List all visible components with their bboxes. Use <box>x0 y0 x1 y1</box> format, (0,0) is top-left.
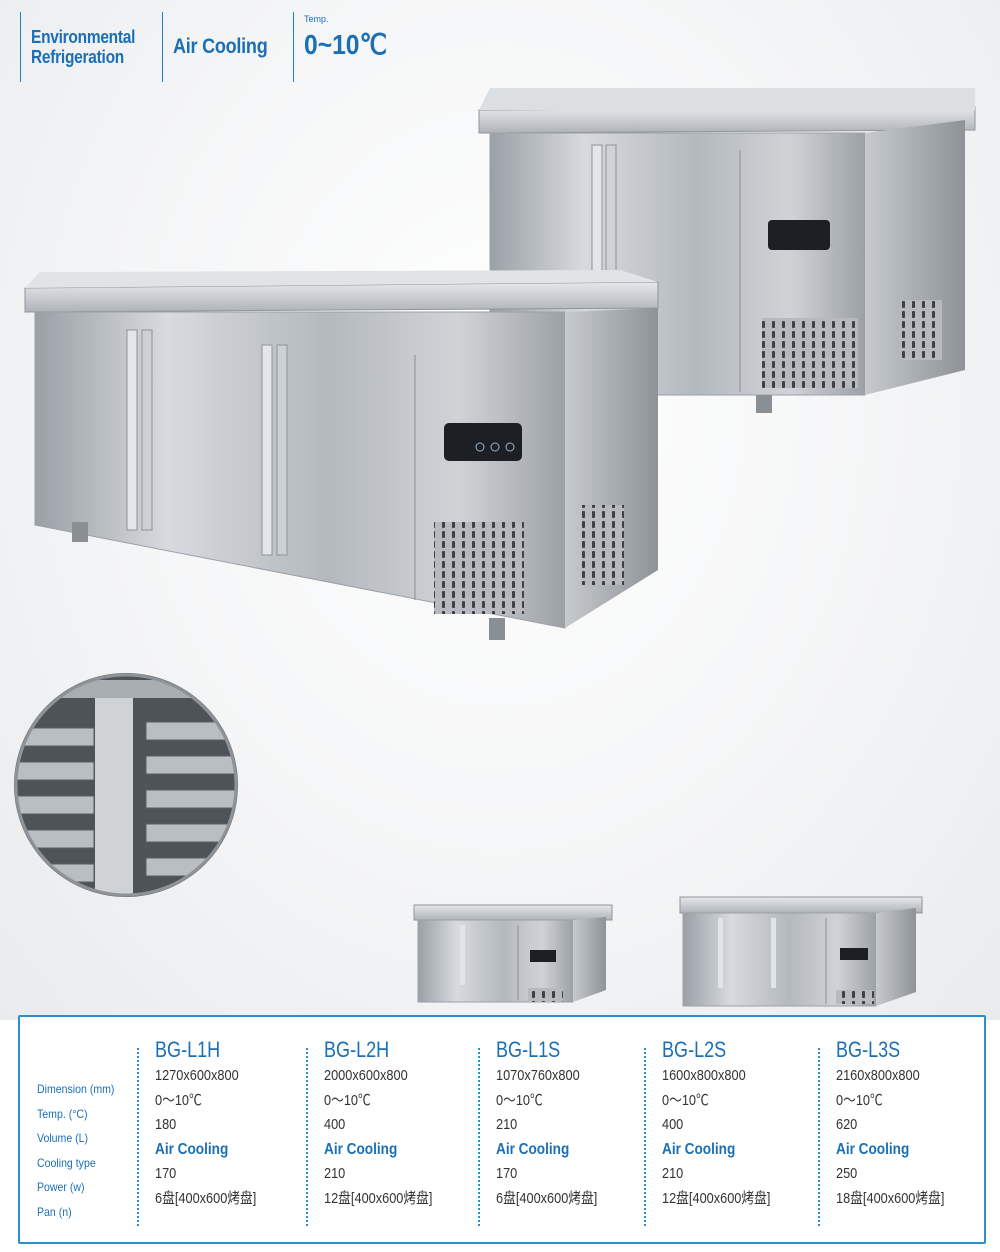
row-label-temp: Temp. (°C) <box>37 1106 88 1121</box>
pan-value: 18盘[400x600烤盘] <box>836 1189 945 1207</box>
spec-row-labels: Dimension (mm) Temp. (°C) Volume (L) Coo… <box>37 1077 125 1224</box>
volume-value: 180 <box>155 1116 177 1133</box>
model-name: BG-L1S <box>496 1037 561 1062</box>
header-temp-value: 0~10℃ <box>303 29 388 60</box>
model-name: BG-L3S <box>836 1037 901 1062</box>
product-scene <box>14 88 976 1007</box>
dimension-value: 2160x800x800 <box>836 1067 920 1084</box>
model-thumbnail-two-door <box>413 904 613 1003</box>
model-column: BG-L2H 2000x600x800 0～10℃ 400 Air Coolin… <box>306 1036 452 1226</box>
pan-value: 6盘[400x600烤盘] <box>496 1189 598 1207</box>
column-divider <box>644 1048 646 1226</box>
header: Environmental Refrigeration Air Cooling … <box>20 12 399 82</box>
model-name: BG-L2H <box>324 1037 390 1062</box>
header-cooling-block: Air Cooling <box>173 12 283 82</box>
volume-value: 210 <box>496 1116 518 1133</box>
row-label-power: Power (w) <box>37 1180 85 1194</box>
column-divider <box>306 1048 308 1226</box>
volume-value: 400 <box>662 1116 684 1133</box>
header-environmental: Environmental Refrigeration <box>31 12 152 82</box>
dimension-value: 1070x760x800 <box>496 1067 580 1084</box>
power-value: 250 <box>836 1165 858 1182</box>
temp-value: 0～10℃ <box>836 1091 883 1109</box>
column-divider <box>818 1048 820 1226</box>
header-cooling: Air Cooling <box>173 35 268 58</box>
volume-value: 400 <box>324 1116 346 1133</box>
row-label-volume: Volume (L) <box>37 1131 89 1145</box>
dimension-value: 1270x600x800 <box>155 1067 239 1084</box>
model-column: BG-L1S 1070x760x800 0～10℃ 210 Air Coolin… <box>478 1036 615 1226</box>
header-divider <box>162 12 164 82</box>
model-column: BG-L1H 1270x600x800 0～10℃ 180 Air Coolin… <box>137 1036 274 1226</box>
cooling-value: Air Cooling <box>662 1140 736 1158</box>
spec-table <box>18 1015 986 1244</box>
power-value: 210 <box>324 1165 346 1182</box>
header-temp-block: Temp. 0~10℃ <box>304 12 399 82</box>
header-line2: Refrigeration <box>31 47 124 67</box>
pan-value: 12盘[400x600烤盘] <box>324 1189 433 1207</box>
temp-value: 0～10℃ <box>662 1091 709 1109</box>
header-divider <box>292 12 294 82</box>
power-value: 170 <box>496 1165 518 1182</box>
cooling-value: Air Cooling <box>496 1140 570 1158</box>
model-thumbnail-three-door <box>679 896 923 1007</box>
refrigerator-back-illustration <box>478 88 976 413</box>
temp-value: 0～10℃ <box>496 1091 543 1109</box>
pan-value: 6盘[400x600烤盘] <box>155 1189 257 1207</box>
header-divider <box>20 12 21 82</box>
row-label-cooling: Cooling type <box>37 1155 96 1170</box>
temp-value: 0～10℃ <box>324 1091 371 1109</box>
column-divider <box>137 1048 139 1226</box>
model-name: BG-L2S <box>662 1037 727 1062</box>
power-value: 170 <box>155 1165 177 1182</box>
interior-detail-illustration <box>14 673 238 897</box>
cooling-value: Air Cooling <box>836 1140 910 1158</box>
header-line1: Environmental <box>31 27 136 47</box>
dimension-value: 1600x800x800 <box>662 1067 746 1084</box>
cooling-value: Air Cooling <box>324 1140 398 1158</box>
temp-value: 0～10℃ <box>155 1091 202 1109</box>
pan-value: 12盘[400x600烤盘] <box>662 1189 771 1207</box>
refrigerator-front-illustration <box>24 270 659 640</box>
model-column: BG-L3S 2160x800x800 0～10℃ 620 Air Coolin… <box>818 1036 964 1226</box>
model-column: BG-L2S 1600x800x800 0～10℃ 400 Air Coolin… <box>644 1036 790 1226</box>
dimension-value: 2000x600x800 <box>324 1067 408 1084</box>
row-label-pan: Pan (n) <box>37 1204 72 1219</box>
header-temp-label: Temp. <box>303 14 329 24</box>
row-label-dimension: Dimension (mm) <box>37 1082 115 1096</box>
volume-value: 620 <box>836 1116 858 1133</box>
column-divider <box>478 1048 480 1226</box>
model-name: BG-L1H <box>155 1037 221 1062</box>
power-value: 210 <box>662 1165 684 1182</box>
cooling-value: Air Cooling <box>155 1140 229 1158</box>
